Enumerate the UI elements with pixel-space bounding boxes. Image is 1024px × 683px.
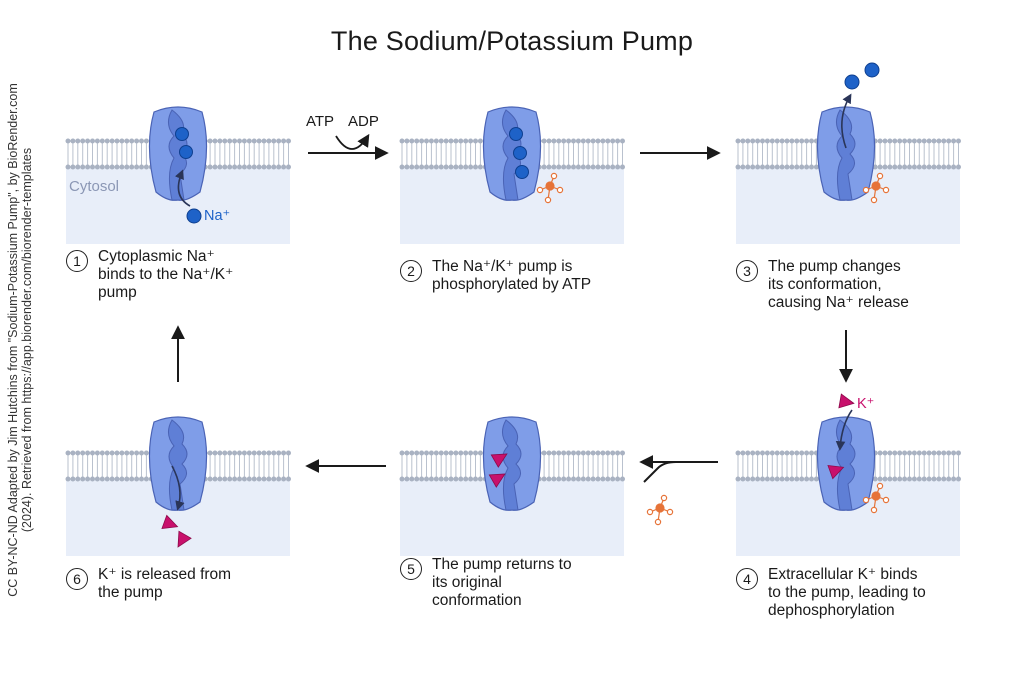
phosphate-icon [646, 494, 674, 526]
diagram-title: The Sodium/Potassium Pump [330, 26, 694, 56]
step-text: The pump returns to its original conform… [432, 556, 572, 609]
ion-movement-arrow [174, 169, 191, 207]
arrow-step4-to-5 [643, 461, 718, 483]
ion-movement-arrow [171, 465, 185, 511]
potassium-ion-icon [838, 393, 855, 409]
potassium-ion-icon [490, 453, 508, 468]
step-text: Extracellular K⁺ binds to the pump, lead… [768, 566, 926, 619]
phosphate-icon [536, 172, 564, 204]
step-number: 5 [400, 558, 422, 580]
potassium-ion-icon [161, 514, 179, 529]
pump-step-6 [148, 416, 208, 511]
pump-step-3 [816, 106, 876, 201]
atp-to-adp-arrow [335, 133, 370, 150]
step-5-caption: 5 The pump returns to its original confo… [400, 556, 572, 610]
cytosol-label: Cytosol [69, 178, 119, 195]
sodium-ion-icon [515, 165, 529, 179]
step-4-caption: 4 Extracellular K⁺ binds to the pump, le… [736, 566, 926, 620]
sodium-label: Na⁺ [204, 208, 230, 224]
sodium-ion-icon [186, 208, 202, 224]
step-1-caption: 1 Cytoplasmic Na⁺ binds to the Na⁺/K⁺ pu… [66, 248, 233, 302]
step-number: 3 [736, 260, 758, 282]
potassium-ion-icon [827, 465, 845, 480]
sodium-ion-icon [864, 62, 880, 78]
sodium-ion-icon [175, 127, 189, 141]
phosphate-icon [862, 482, 890, 514]
sodium-ion-icon [513, 146, 527, 160]
potassium-ion-icon [177, 530, 192, 548]
sodium-ion-icon [844, 74, 860, 90]
potassium-label: K⁺ [857, 396, 874, 412]
ion-movement-arrow [841, 93, 852, 149]
potassium-ion-icon [488, 473, 506, 488]
adp-label: ADP [348, 113, 379, 130]
step-2-caption: 2 The Na⁺/K⁺ pump is phosphorylated by A… [400, 258, 591, 294]
step-number: 6 [66, 568, 88, 590]
sodium-ion-icon [179, 145, 193, 159]
atp-label: ATP [306, 113, 334, 130]
ion-movement-arrow [835, 409, 853, 451]
phosphate-icon [862, 172, 890, 204]
step-text: The pump changes its conformation, causi… [768, 258, 909, 311]
pump-step-4 [816, 416, 876, 511]
sodium-ion-icon [509, 127, 523, 141]
step-number: 4 [736, 568, 758, 590]
pump-step-5 [482, 416, 542, 511]
step-text: The Na⁺/K⁺ pump is phosphorylated by ATP [432, 258, 592, 293]
step-3-caption: 3 The pump changes its conformation, cau… [736, 258, 909, 312]
step-text: Cytoplasmic Na⁺ binds to the Na⁺/K⁺ pump [98, 248, 234, 301]
step-6-caption: 6 K⁺ is released from the pump [66, 566, 231, 602]
step-number: 1 [66, 250, 88, 272]
step-number: 2 [400, 260, 422, 282]
step-text: K⁺ is released from the pump [98, 566, 232, 601]
pump-step-2 [482, 106, 542, 201]
